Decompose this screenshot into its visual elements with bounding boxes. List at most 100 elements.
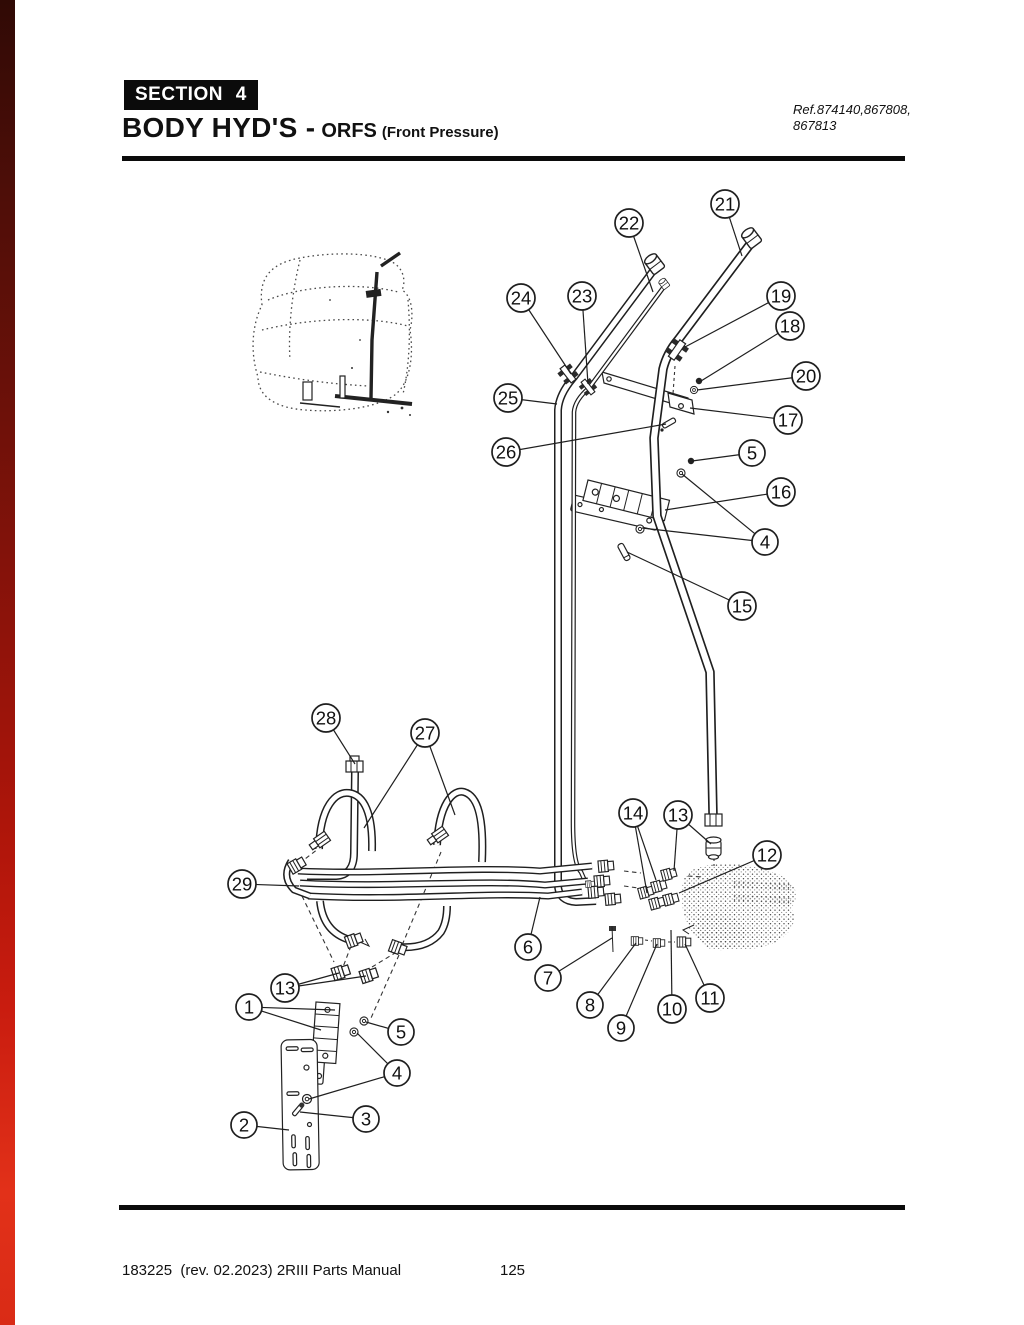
footer-rule xyxy=(119,1205,905,1210)
svg-text:10: 10 xyxy=(662,999,683,1020)
callout-20: 20 xyxy=(696,361,821,391)
callout-23: 23 xyxy=(567,281,597,385)
callout-2: 2 xyxy=(230,1111,290,1139)
washer xyxy=(349,1027,359,1037)
callout-14: 14 xyxy=(618,798,657,894)
callout-15: 15 xyxy=(626,551,757,621)
callout-22: 22 xyxy=(614,208,654,293)
svg-text:19: 19 xyxy=(771,286,792,307)
svg-text:27: 27 xyxy=(415,723,436,744)
title-main: BODY HYD'S - xyxy=(122,112,316,143)
elbow-fitting xyxy=(358,965,380,985)
ref-line-2: 867813 xyxy=(793,118,837,133)
hose-clamp xyxy=(578,377,598,397)
page-number: 125 xyxy=(500,1262,526,1279)
callout-21: 21 xyxy=(710,189,743,257)
svg-text:11: 11 xyxy=(700,988,719,1009)
callout-9: 9 xyxy=(607,943,658,1042)
small-parts-row xyxy=(609,925,692,953)
header-rule xyxy=(122,156,905,161)
elbow-fitting xyxy=(330,962,352,982)
title-note: (Front Pressure) xyxy=(381,124,499,141)
svg-text:28: 28 xyxy=(316,708,337,729)
svg-text:18: 18 xyxy=(780,316,801,337)
pin-dot xyxy=(660,428,664,432)
svg-text:20: 20 xyxy=(796,366,817,387)
pin xyxy=(661,417,677,429)
callout-25: 25 xyxy=(493,383,558,413)
svg-text:4: 4 xyxy=(392,1063,402,1084)
section-badge: SECTION 4 xyxy=(124,80,258,110)
bolt xyxy=(695,377,703,385)
washer xyxy=(689,385,699,395)
svg-text:17: 17 xyxy=(778,410,799,431)
coupler-cap xyxy=(657,276,671,291)
svg-text:7: 7 xyxy=(543,968,553,989)
ref-line-1: Ref.874140,867808, xyxy=(793,102,911,117)
callout-16: 16 xyxy=(664,477,796,511)
clamp-bar xyxy=(601,371,695,415)
title-sub: ORFS xyxy=(321,120,377,142)
callout-12: 12 xyxy=(678,840,782,894)
ghost-manifold xyxy=(681,863,796,951)
union-fitting xyxy=(593,874,611,888)
callout-19: 19 xyxy=(684,281,796,348)
svg-text:4: 4 xyxy=(760,532,770,553)
callout-17: 17 xyxy=(689,405,803,435)
svg-text:14: 14 xyxy=(623,803,644,824)
screw xyxy=(291,1102,305,1117)
svg-text:13: 13 xyxy=(668,805,689,826)
machine-inset-sketch xyxy=(252,251,413,416)
svg-text:29: 29 xyxy=(232,874,253,895)
callout-4: 4 xyxy=(641,473,779,556)
callout-10: 10 xyxy=(657,929,687,1024)
elbow-fitting xyxy=(343,931,365,949)
callout-3: 3 xyxy=(299,1105,380,1133)
svg-text:2: 2 xyxy=(239,1115,249,1136)
bolt xyxy=(687,457,695,465)
callout-1: 1 xyxy=(235,993,336,1031)
reference-numbers: Ref.874140,867808, 867813 xyxy=(793,102,911,134)
callout-29: 29 xyxy=(227,869,300,899)
callout-5: 5 xyxy=(691,439,766,467)
callout-28: 28 xyxy=(311,703,356,765)
callout-7: 7 xyxy=(534,937,613,992)
svg-text:5: 5 xyxy=(396,1022,406,1043)
page-title: BODY HYD'S -ORFS(Front Pressure) xyxy=(122,112,499,144)
barrel-fitting xyxy=(705,836,722,860)
callout-5: 5 xyxy=(365,1018,415,1046)
svg-text:13: 13 xyxy=(275,978,296,999)
svg-text:6: 6 xyxy=(523,937,533,958)
svg-text:15: 15 xyxy=(732,596,753,617)
svg-text:26: 26 xyxy=(496,442,517,463)
svg-text:9: 9 xyxy=(616,1018,626,1039)
elbow-fitting xyxy=(387,939,409,957)
serrated-clamp xyxy=(582,479,671,522)
svg-text:22: 22 xyxy=(619,213,640,234)
svg-text:5: 5 xyxy=(747,443,757,464)
callout-13: 13 xyxy=(270,972,367,1003)
callout-27: 27 xyxy=(363,718,456,829)
callout-11: 11 xyxy=(684,943,725,1013)
callout-8: 8 xyxy=(576,942,637,1019)
tube-end-nut xyxy=(704,813,723,827)
callout-13: 13 xyxy=(663,800,712,872)
svg-text:24: 24 xyxy=(511,288,532,309)
hose-clamp xyxy=(665,338,689,362)
svg-text:12: 12 xyxy=(757,845,778,866)
callout-18: 18 xyxy=(700,311,805,382)
union-fitting xyxy=(597,859,615,873)
document-info: 183225 (rev. 02.2023) 2RIII Parts Manual xyxy=(122,1262,402,1279)
callout-6: 6 xyxy=(514,896,542,961)
svg-text:16: 16 xyxy=(771,482,792,503)
mounting-plate-assembly xyxy=(280,962,380,1171)
callout-4: 4 xyxy=(308,1032,411,1100)
svg-text:1: 1 xyxy=(244,997,254,1018)
svg-text:25: 25 xyxy=(498,388,519,409)
callout-26: 26 xyxy=(491,423,667,467)
page-edge-color-bar xyxy=(0,0,15,1325)
callout-24: 24 xyxy=(506,283,572,375)
